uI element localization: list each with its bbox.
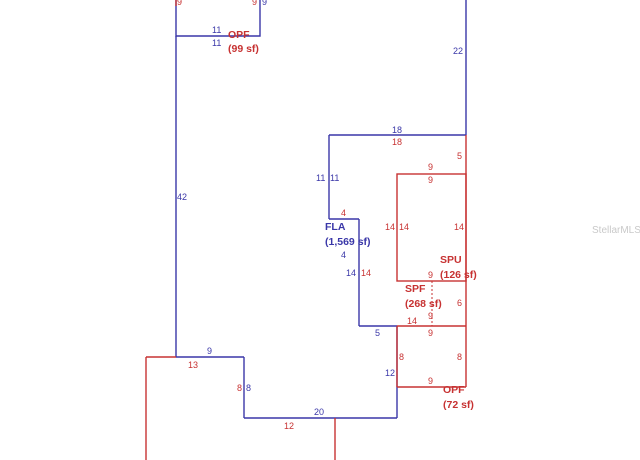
spf-size: (268 sf) <box>405 298 442 310</box>
dim-side-14a: 14 <box>346 268 356 278</box>
dim-top-right-9a: 9 <box>252 0 257 7</box>
spu-size: (126 sf) <box>440 269 477 281</box>
dim-spf-9b: 9 <box>428 328 433 338</box>
fla-outline <box>175 0 467 419</box>
dim-spf-9: 9 <box>428 311 433 321</box>
dim-bottom-20: 20 <box>314 407 324 417</box>
fla-name: FLA <box>325 221 346 233</box>
dim-spf-14: 14 <box>407 316 417 326</box>
opf-top-name: OPF <box>228 29 250 41</box>
dim-left-8a: 8 <box>237 383 242 393</box>
dim-top-18a: 18 <box>392 125 402 135</box>
dim-spu-9b: 9 <box>428 175 433 185</box>
dim-spu-14b: 14 <box>399 222 409 232</box>
opf-top-size: (99 sf) <box>228 43 259 55</box>
watermark-text: StellarMLS <box>592 225 640 236</box>
dim-right-22: 22 <box>453 46 463 56</box>
dim-left-9: 9 <box>207 346 212 356</box>
dim-bottom-12: 12 <box>284 421 294 431</box>
porch-outlines <box>145 0 467 460</box>
dim-mid-8: 8 <box>399 352 404 362</box>
dim-spu-9a: 9 <box>428 162 433 172</box>
fla-size: (1,569 sf) <box>325 236 371 248</box>
dim-side-11b: 11 <box>330 173 339 183</box>
spf-name: SPF <box>405 283 426 295</box>
dim-small-4a: 4 <box>341 208 346 218</box>
dim-opf-11b: 11 <box>212 38 221 48</box>
spu-name: SPU <box>440 254 462 266</box>
dim-right-5: 5 <box>457 151 462 161</box>
dim-spf-6: 6 <box>457 298 462 308</box>
dim-left-13: 13 <box>188 360 198 370</box>
dim-spu-14a: 14 <box>385 222 395 232</box>
dim-spu-14c: 14 <box>454 222 464 232</box>
dim-top-left-9: 9 <box>177 0 182 7</box>
dim-side-14b: 14 <box>361 268 371 278</box>
dim-side-11a: 11 <box>316 173 325 183</box>
opf-bottom-name: OPF <box>443 384 465 396</box>
dim-opf-11a: 11 <box>212 25 221 35</box>
dim-small-4b: 4 <box>341 250 346 260</box>
fla-left-top-wall <box>175 0 261 37</box>
dim-top-18b: 18 <box>392 137 402 147</box>
dim-left-42: 42 <box>177 192 187 202</box>
dim-mid-12: 12 <box>385 368 395 378</box>
dim-left-8b: 8 <box>246 383 251 393</box>
dim-bottom-5: 5 <box>375 328 380 338</box>
dim-opf-9: 9 <box>428 376 433 386</box>
dim-top-right-9b: 9 <box>262 0 267 7</box>
opf-bottom-size: (72 sf) <box>443 399 474 411</box>
dim-spu-9c: 9 <box>428 270 433 280</box>
dim-opf-8: 8 <box>457 352 462 362</box>
